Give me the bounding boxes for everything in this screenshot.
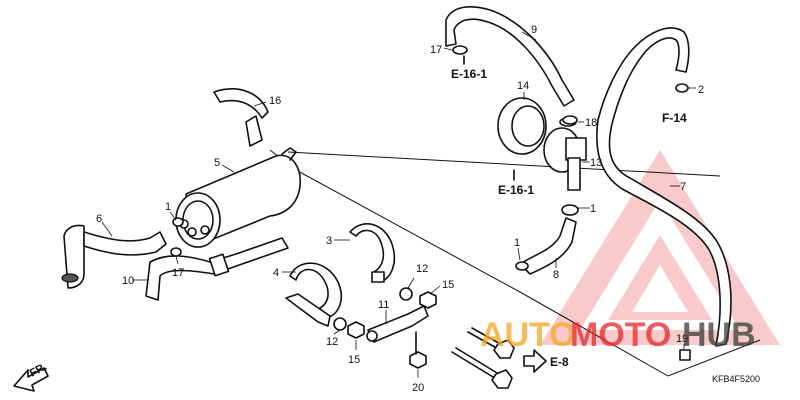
nut-15-lower	[347, 321, 365, 350]
hose-8	[519, 204, 579, 275]
band-3	[334, 223, 396, 283]
nut-15-upper	[419, 285, 441, 309]
clip-2	[675, 83, 696, 93]
label-7: 7	[680, 181, 686, 193]
watermark-auto: AUTO	[480, 316, 576, 354]
label-6: 6	[96, 213, 102, 225]
hose-10	[132, 237, 289, 301]
label-9: 9	[531, 24, 537, 36]
watermark-hub: HUB	[682, 316, 756, 354]
ref-e16-top: E-16-1	[451, 67, 487, 81]
collar-12-lower	[333, 317, 347, 335]
label-3: 3	[326, 235, 332, 247]
ref-e8: E-8	[550, 355, 569, 369]
clip-18	[562, 115, 584, 125]
canister-5	[175, 147, 301, 248]
watermark-text: AUTO MOTO HUB	[480, 316, 756, 354]
label-19: 19	[676, 333, 688, 345]
valve-13	[543, 117, 590, 191]
ring-14	[497, 92, 547, 155]
strap-16	[213, 88, 269, 147]
label-15-lower: 15	[348, 354, 360, 366]
label-20: 20	[412, 382, 424, 394]
label-5: 5	[214, 157, 220, 169]
label-15-upper: 15	[442, 279, 454, 291]
clip-1-lower	[515, 247, 529, 271]
label-12-lower: 12	[326, 336, 338, 348]
label-2: 2	[698, 84, 704, 96]
label-4: 4	[273, 267, 279, 279]
label-14: 14	[517, 80, 529, 92]
e8-arrow	[523, 349, 547, 373]
diagram-code: KFB4F5200	[712, 374, 760, 384]
label-8: 8	[553, 269, 559, 281]
bolt-e8-upper	[467, 327, 515, 359]
label-1-canister: 1	[165, 201, 171, 213]
ref-f14: F-14	[662, 111, 687, 125]
label-10: 10	[122, 275, 134, 287]
hose-7	[596, 27, 732, 347]
bolt-20	[409, 331, 427, 378]
clip-17-canister	[170, 247, 182, 265]
stay-11	[366, 305, 429, 343]
hose-9	[445, 6, 575, 107]
label-16: 16	[269, 95, 281, 107]
clip-1-canister	[169, 211, 184, 227]
label-11: 11	[378, 299, 389, 311]
bolt-e8-lower	[451, 347, 513, 389]
label-1-lower: 1	[514, 237, 520, 249]
label-13: 13	[590, 157, 602, 169]
ref-e16-mid: E-16-1	[498, 183, 534, 197]
hose-6	[61, 221, 167, 289]
watermark-moto: MOTO	[570, 316, 671, 354]
label-18: 18	[585, 117, 597, 129]
band-4	[282, 262, 342, 327]
label-17-top: 17	[430, 44, 442, 56]
collar-12-upper	[399, 277, 415, 301]
front-arrow-icon	[13, 367, 49, 392]
label-12-upper: 12	[416, 263, 428, 275]
clip-19	[679, 344, 691, 361]
label-1-valve: 1	[590, 203, 596, 215]
clip-17-top	[443, 47, 453, 51]
label-17-canister: 17	[172, 267, 184, 279]
